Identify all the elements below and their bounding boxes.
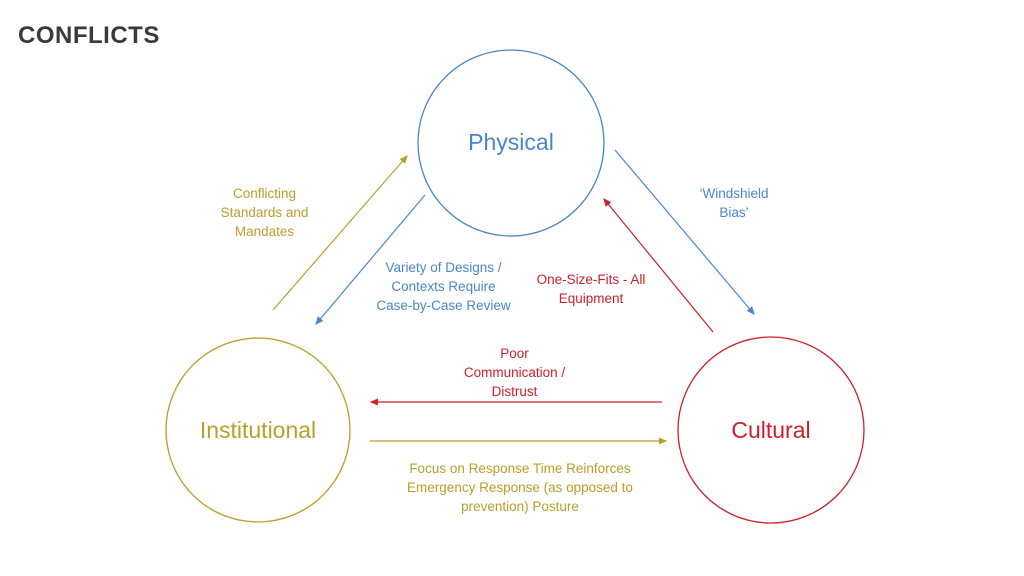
arrow-physical-to-institutional — [315, 194, 426, 325]
label-one-size-fits-all: One-Size-Fits - All Equipment — [536, 272, 646, 306]
cultural-circle — [677, 336, 865, 524]
label-conflicting-standards: Conflicting Standards and Mandates — [220, 186, 309, 239]
slide-title: CONFLICTS — [18, 22, 160, 49]
label-focus-on-response-time: Focus on Response Time Reinforces Emerge… — [407, 461, 633, 514]
arrow-physical-to-cultural — [614, 149, 755, 315]
label-poor-communication: Poor Communication / Distrust — [463, 346, 566, 399]
node-institutional: Institutional — [199, 417, 317, 443]
label-windshield-bias: ‘Windshield Bias’ — [699, 186, 769, 220]
arrow-cultural-to-physical — [603, 198, 714, 333]
arrow-institutional-to-physical — [272, 155, 408, 311]
node-cultural: Cultural — [731, 417, 811, 443]
node-physical: Physical — [468, 129, 554, 155]
label-variety-of-designs: Variety of Designs / Contexts Require Ca… — [376, 260, 511, 313]
institutional-circle — [165, 337, 351, 523]
physical-circle — [417, 49, 605, 237]
